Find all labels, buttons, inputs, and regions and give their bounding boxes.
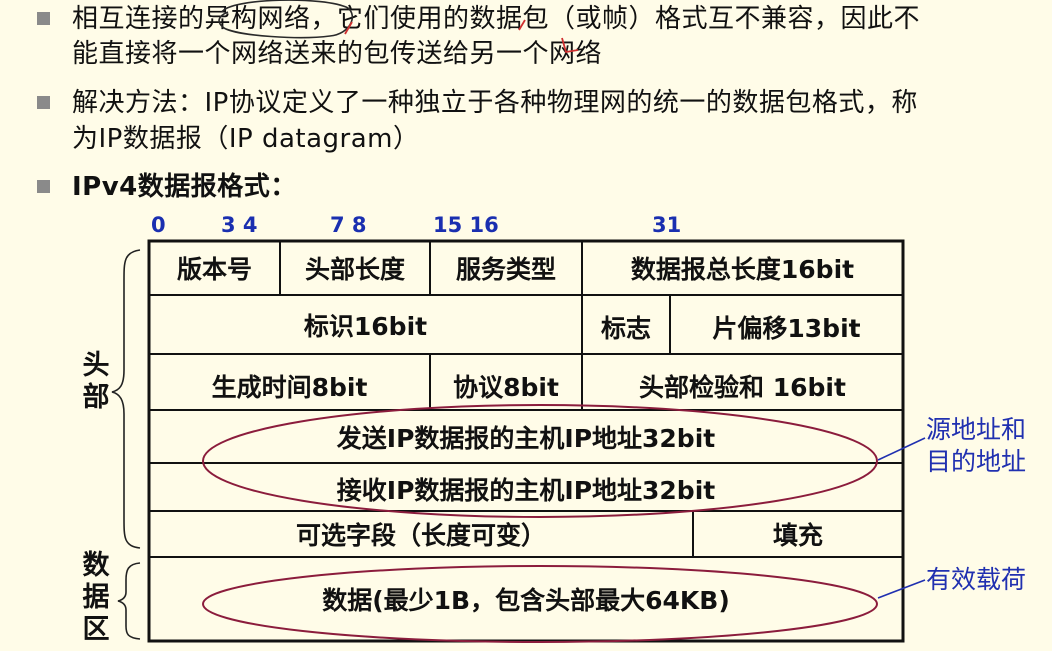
- header-brace: [111, 249, 141, 549]
- handwritten-mark: [344, 21, 353, 35]
- field-options: 可选字段（长度可变）: [295, 521, 546, 550]
- payload-ellipse: [202, 565, 878, 643]
- field-protocol: 协议8bit: [453, 373, 559, 402]
- field-header-length: 头部长度: [304, 255, 405, 284]
- address-pointer: [877, 437, 926, 461]
- address-note-line-1: 源地址和: [926, 415, 1027, 444]
- field-ttl: 生成时间8bit: [211, 373, 368, 402]
- field-data: 数据(最少1B，包含头部最大64KB): [322, 586, 730, 615]
- payload-note: 有效载荷: [926, 565, 1027, 594]
- bullet-marker: [37, 96, 50, 109]
- bit-position-7-8: 7 8: [330, 213, 367, 237]
- field-header-checksum: 头部检验和 16bit: [639, 373, 846, 402]
- bullet-marker: [37, 12, 50, 25]
- address-note-line-2: 目的地址: [926, 447, 1027, 476]
- bullet-1-line-1: 相互连接的异构网络，它们使用的数据包（或帧）格式互不兼容，因此不: [72, 4, 921, 34]
- bit-position-31: 31: [652, 213, 682, 237]
- field-padding: 填充: [772, 521, 823, 550]
- address-ellipse: [202, 404, 878, 518]
- bullet-2-line-1: 解决方法：IP协议定义了一种独立于各种物理网的统一的数据包格式，称: [72, 88, 918, 118]
- bullet-3-line-1: IPv4数据报格式：: [72, 172, 297, 202]
- handwritten-mark: [518, 19, 526, 31]
- bit-position-15-16: 15 16: [433, 213, 499, 237]
- bullet-1-line-2: 能直接将一个网络送来的包传送给另一个网络: [72, 39, 603, 69]
- field-flags: 标志: [600, 314, 651, 343]
- bullet-marker: [37, 180, 50, 193]
- bullet-2-line-2: 为IP数据报（IP datagram）: [72, 124, 420, 154]
- handwritten-circle: [218, 0, 354, 39]
- field-service-type: 服务类型: [455, 255, 556, 284]
- handwritten-mark: [561, 37, 579, 54]
- field-fragment-offset: 片偏移13bit: [712, 314, 861, 343]
- field-total-length: 数据报总长度16bit: [630, 255, 855, 284]
- field-source-address: 发送IP数据报的主机IP地址32bit: [336, 423, 716, 453]
- field-destination-address: 接收IP数据报的主机IP地址32bit: [336, 476, 716, 505]
- field-identification: 标识16bit: [303, 312, 428, 341]
- header-side-label: 头部: [82, 350, 110, 413]
- data-brace: [117, 562, 141, 640]
- bit-position-3-4: 3 4: [221, 213, 258, 237]
- payload-pointer: [877, 579, 926, 599]
- bit-position-0: 0: [151, 213, 166, 237]
- field-version: 版本号: [176, 255, 252, 284]
- data-area-side-label: 数据区: [82, 550, 110, 645]
